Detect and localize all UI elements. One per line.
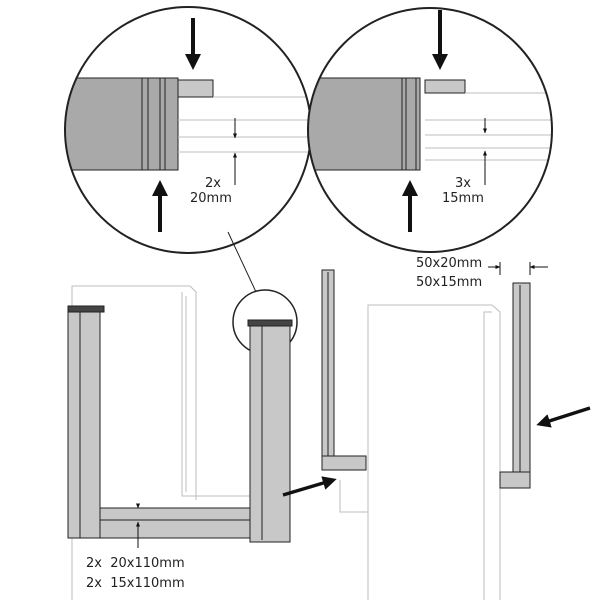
strip-piece [488,262,548,489]
detail-left-count: 2x [205,176,221,191]
frame-size-2: 2x 15x110mm [86,576,185,591]
door-frame-right [339,304,501,600]
detail-right-count: 3x [455,176,471,191]
strip-size-2: 50x15mm [416,275,483,290]
l-piece [321,269,367,471]
detail-left-size: 20mm [190,191,232,206]
detail-circle-right [308,10,552,232]
frame-size-1: 2x 20x110mm [86,556,185,571]
strip-size-1: 50x20mm [416,256,483,271]
u-frame [67,305,293,548]
detail-right-size: 15mm [442,191,484,206]
detail-circle-left [65,18,311,232]
